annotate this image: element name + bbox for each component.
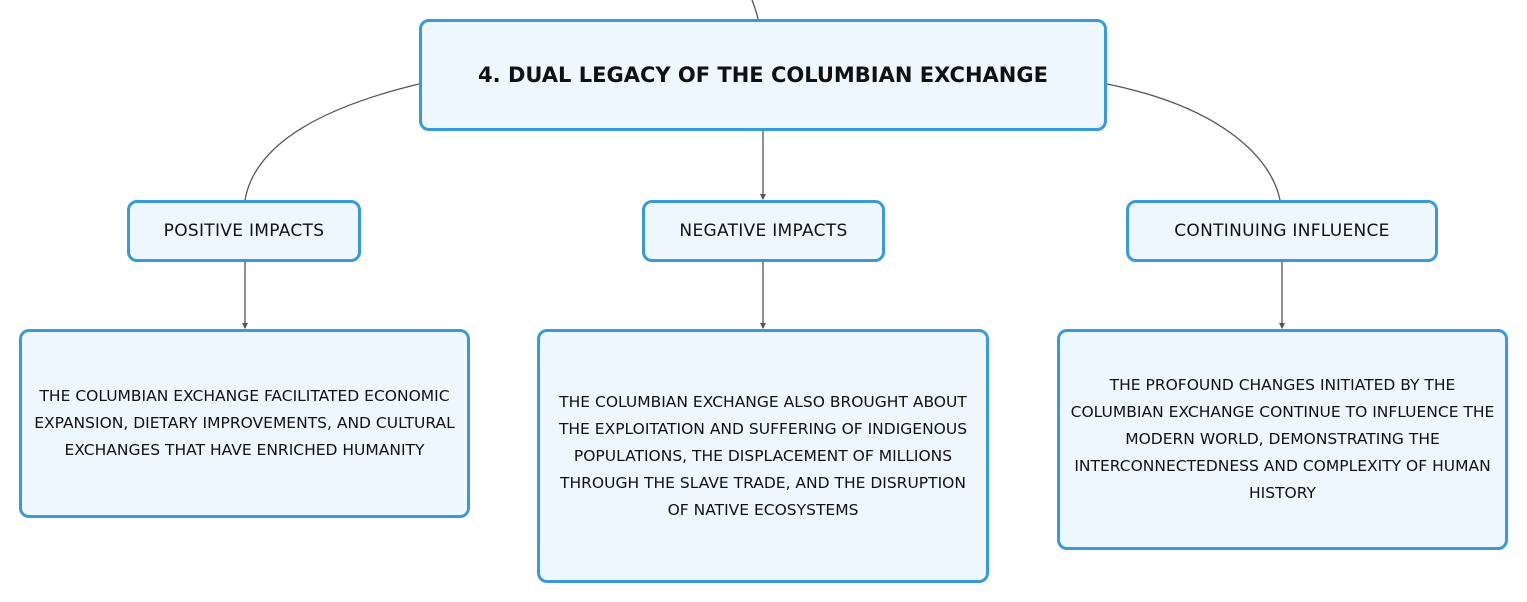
continuing-influence-detail-node[interactable]: THE PROFOUND CHANGES INITIATED BY THE CO… bbox=[1057, 329, 1508, 550]
positive-impacts-detail-text: THE COLUMBIAN EXCHANGE FACILITATED ECONO… bbox=[34, 387, 455, 459]
negative-impacts-node[interactable]: NEGATIVE IMPACTS bbox=[642, 200, 885, 262]
positive-impacts-detail-node[interactable]: THE COLUMBIAN EXCHANGE FACILITATED ECONO… bbox=[19, 329, 470, 518]
negative-impacts-detail-text: THE COLUMBIAN EXCHANGE ALSO BROUGHT ABOU… bbox=[558, 392, 968, 519]
parent-connector bbox=[751, 0, 759, 20]
continuing-influence-node[interactable]: CONTINUING INFLUENCE bbox=[1126, 200, 1438, 262]
positive-impacts-node[interactable]: POSITIVE IMPACTS bbox=[127, 200, 361, 262]
continuing-influence-detail-text: THE PROFOUND CHANGES INITIATED BY THE CO… bbox=[1070, 376, 1495, 502]
negative-impacts-label: NEGATIVE IMPACTS bbox=[679, 221, 848, 241]
root-topic-label: 4. DUAL LEGACY OF THE COLUMBIAN EXCHANGE bbox=[478, 63, 1048, 87]
positive-impacts-label: POSITIVE IMPACTS bbox=[163, 221, 325, 241]
continuing-influence-label: CONTINUING INFLUENCE bbox=[1174, 221, 1390, 241]
connector-root-continuing bbox=[1106, 83, 1281, 201]
negative-impacts-detail-node[interactable]: THE COLUMBIAN EXCHANGE ALSO BROUGHT ABOU… bbox=[537, 329, 989, 583]
root-topic-node[interactable]: 4. DUAL LEGACY OF THE COLUMBIAN EXCHANGE bbox=[419, 19, 1107, 131]
connector-root-positive bbox=[244, 83, 420, 201]
